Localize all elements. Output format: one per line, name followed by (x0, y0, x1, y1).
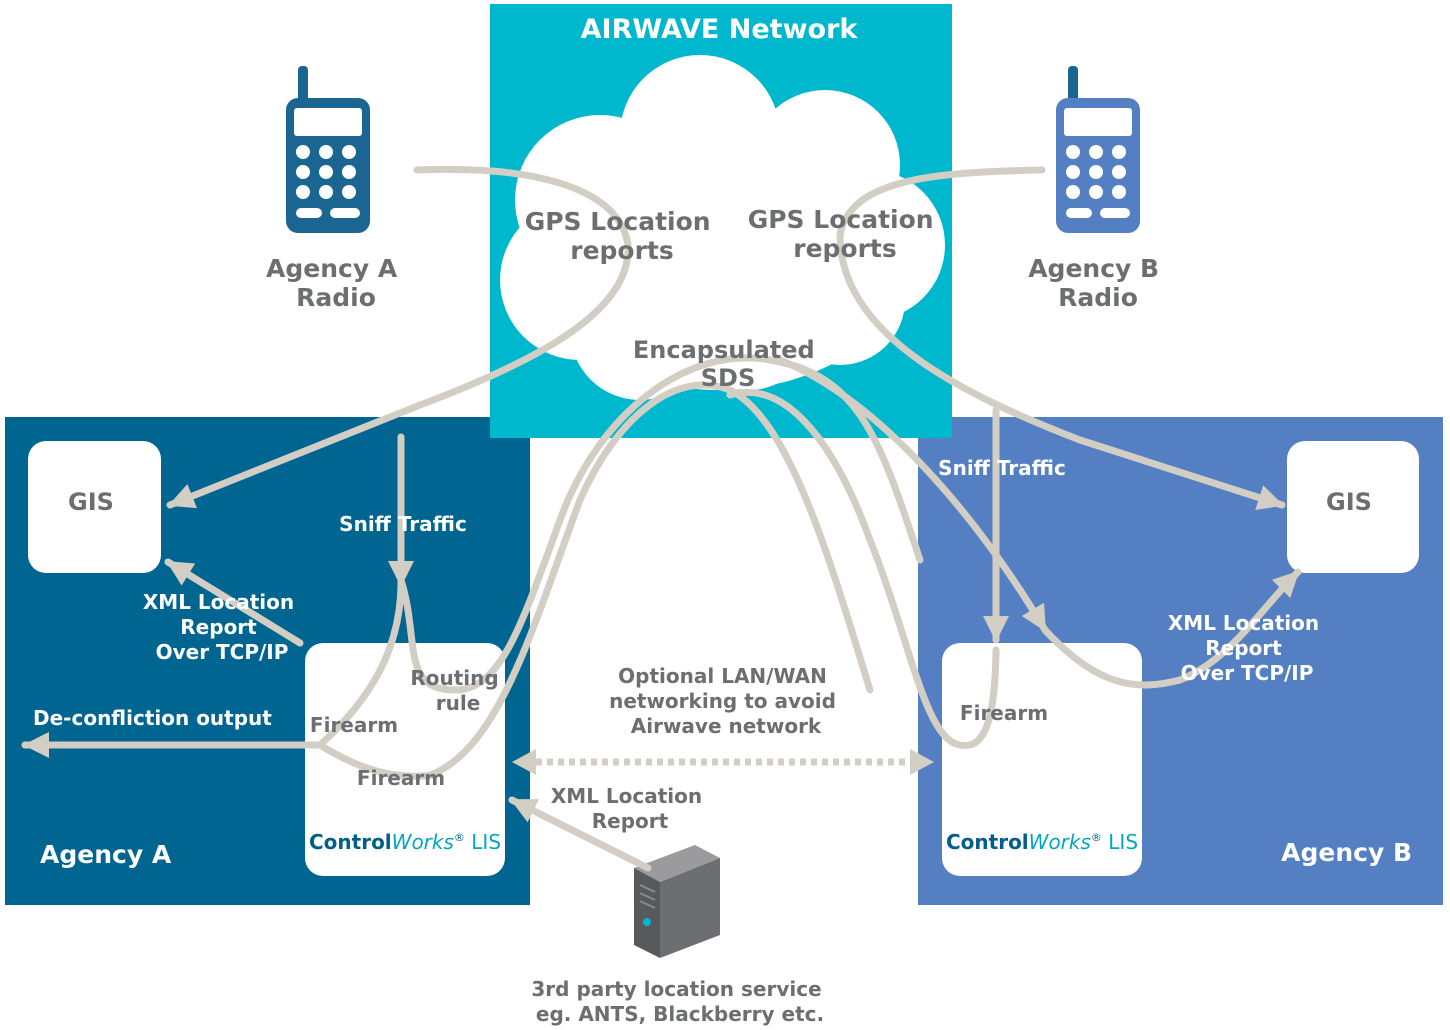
arrowhead-right (910, 749, 934, 775)
firearm-b-label: Firearm (960, 701, 1048, 725)
routing-rule-label: Routing rule (410, 666, 505, 715)
flow-encapsulated-sds-a (426, 381, 874, 779)
gis-a-label: GIS (68, 488, 114, 516)
arrowhead-left (512, 749, 536, 775)
flow-firearm-a-lower (316, 741, 439, 780)
flow-xml-b-to-gis-b (1041, 568, 1302, 689)
xml-report-label: XML Location Report (551, 784, 709, 833)
sniff-traffic-a-label: Sniff Traffic (339, 512, 467, 536)
lis-b-brand: ControlWorks® LIS (946, 830, 1138, 854)
flow-third-party-to-lis-a (508, 796, 652, 872)
flow-firearm-b-loop (726, 388, 1000, 750)
agency-a-label: Agency A (40, 840, 172, 869)
gps-label-right: GPS Location reports (748, 205, 943, 263)
radio-icon (286, 66, 370, 233)
lis-box-a (305, 643, 505, 876)
optional-lan-wan-label: Optional LAN/WAN networking to avoid Air… (609, 664, 843, 738)
flow-xml-a-to-gis-a (164, 558, 304, 647)
radio-b-label: Agency B Radio (1028, 254, 1168, 312)
firearm-a-label-1: Firearm (310, 713, 398, 737)
gps-label-left: GPS Location reports (525, 207, 720, 265)
firearm-a-label-2: Firearm (357, 766, 445, 790)
deconfliction-label: De-confliction output (33, 706, 272, 730)
third-party-label: 3rd party location service eg. ANTS, Bla… (531, 977, 828, 1026)
flow-radio-b-to-gis-b (836, 166, 1286, 511)
flow-sds-to-lis-b (776, 356, 1049, 634)
gis-box-a (28, 441, 161, 573)
lis-a-brand: ControlWorks® LIS (309, 830, 501, 854)
flow-deconfliction-output (21, 581, 405, 758)
sniff-traffic-b-label: Sniff Traffic (938, 456, 1066, 480)
gis-b-label: GIS (1326, 488, 1372, 516)
encapsulated-sds-label: Encapsulated SDS (633, 336, 823, 392)
radio-a-label: Agency A Radio (266, 254, 406, 312)
server-icon (634, 845, 720, 958)
gis-box-b (1287, 441, 1419, 573)
xml-b-label: XML Location Report Over TCP/IP (1168, 611, 1326, 685)
radio-icon (1056, 66, 1140, 233)
agency-b-label: Agency B (1281, 838, 1412, 867)
flow-radio-a-to-gis-a (166, 165, 632, 509)
xml-a-label: XML Location Report Over TCP/IP (143, 590, 301, 664)
flow-lines (21, 165, 1302, 872)
network-title: AIRWAVE Network (581, 14, 859, 45)
